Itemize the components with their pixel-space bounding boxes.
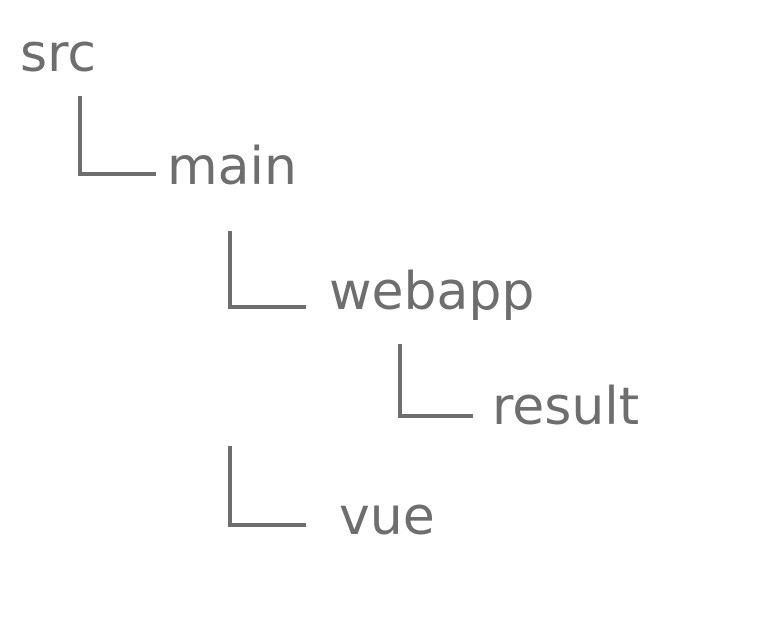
tree-connector-src-to-main bbox=[78, 96, 156, 176]
tree-node-vue: vue bbox=[339, 487, 435, 547]
tree-connector-main-to-vue bbox=[228, 446, 306, 527]
connector-horizontal-segment bbox=[78, 172, 156, 176]
tree-connector-main-to-webapp bbox=[228, 231, 306, 309]
connector-horizontal-segment bbox=[228, 523, 306, 527]
connector-vertical-segment bbox=[228, 231, 232, 309]
tree-node-src: src bbox=[20, 24, 96, 84]
connector-vertical-segment bbox=[228, 446, 232, 527]
tree-node-result: result bbox=[492, 377, 640, 437]
tree-node-main: main bbox=[167, 137, 297, 197]
connector-horizontal-segment bbox=[228, 305, 306, 309]
tree-connector-webapp-to-result bbox=[398, 344, 473, 418]
connector-horizontal-segment bbox=[398, 414, 473, 418]
tree-node-webapp: webapp bbox=[329, 262, 535, 322]
connector-vertical-segment bbox=[398, 344, 402, 418]
connector-vertical-segment bbox=[78, 96, 82, 176]
